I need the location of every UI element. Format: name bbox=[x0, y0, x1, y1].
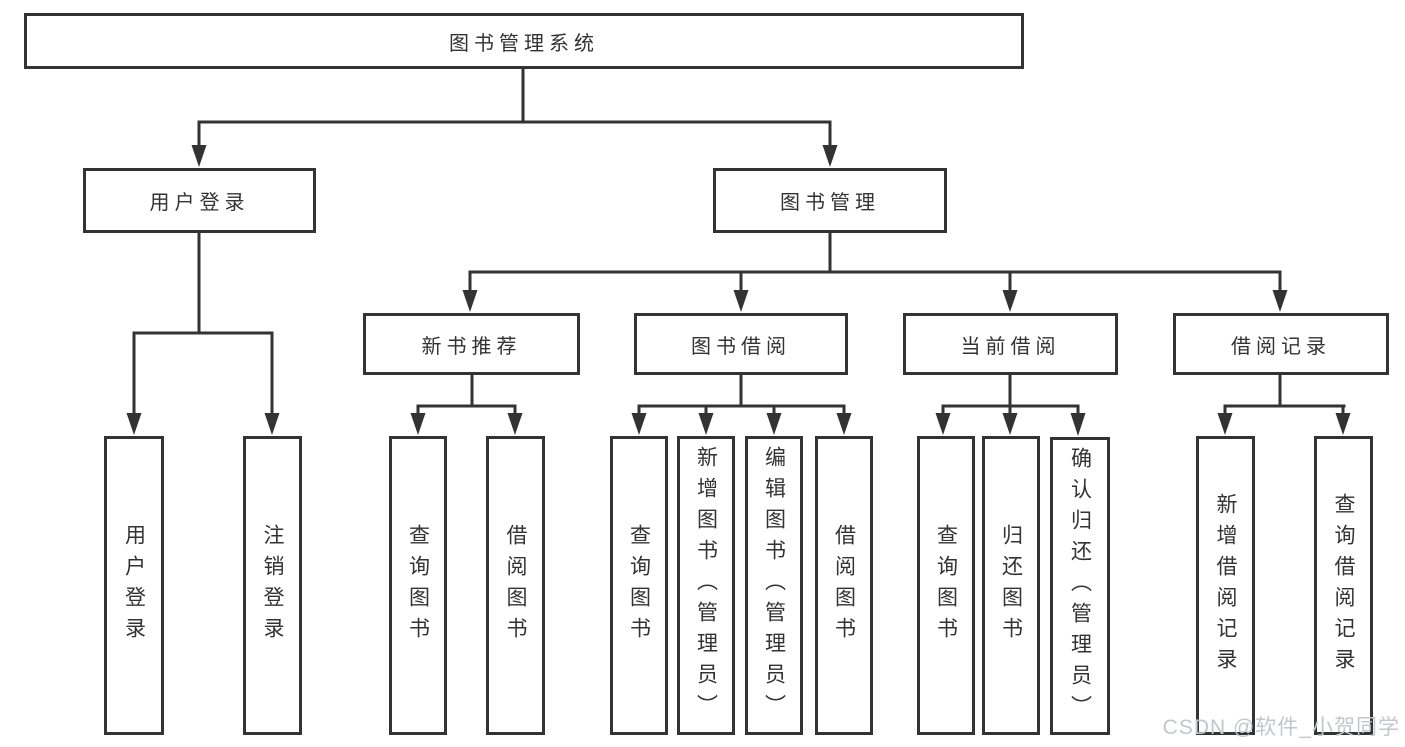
connector-root-to-level2 bbox=[191, 69, 838, 167]
connector-borrow-records-to-leaves bbox=[1217, 375, 1351, 435]
leaf-user-login: 用户登录 bbox=[104, 436, 164, 735]
leaf-add-borrow-record: 新增借阅记录 bbox=[1196, 436, 1255, 735]
connector-book-borrow-to-leaves bbox=[631, 375, 852, 435]
connector-book-mgmt-to-level3 bbox=[462, 233, 1288, 312]
leaf-query-books-borrowing: 查询图书 bbox=[610, 436, 668, 735]
connector-user-login-to-leaves bbox=[126, 233, 280, 435]
csdn-watermark: CSDN @软件_小贺同学 bbox=[1162, 716, 1400, 739]
node-user-login: 用户登录 bbox=[83, 168, 316, 233]
connector-new-book-to-leaves bbox=[410, 375, 523, 435]
leaf-borrow-books-borrowing: 借阅图书 bbox=[815, 436, 873, 735]
leaf-return-books: 归还图书 bbox=[982, 436, 1040, 735]
node-library-system: 图书管理系统 bbox=[24, 13, 1024, 69]
connector-current-borrow-to-leaves bbox=[935, 375, 1086, 436]
leaf-query-books-recommend: 查询图书 bbox=[389, 436, 447, 735]
leaf-query-borrow-record: 查询借阅记录 bbox=[1314, 436, 1373, 735]
leaf-query-books-current: 查询图书 bbox=[917, 436, 975, 735]
node-borrow-records: 借阅记录 bbox=[1173, 313, 1389, 375]
node-book-borrowing: 图书借阅 bbox=[634, 313, 848, 375]
node-new-book-recommend: 新书推荐 bbox=[363, 313, 580, 375]
node-current-borrowing: 当前借阅 bbox=[903, 313, 1118, 375]
leaf-edit-books-admin: 编辑图书（管理员） bbox=[745, 436, 803, 735]
node-book-management: 图书管理 bbox=[713, 168, 947, 233]
leaf-logout: 注销登录 bbox=[243, 436, 302, 735]
leaf-borrow-books-recommend: 借阅图书 bbox=[486, 436, 545, 735]
leaf-confirm-return-admin: 确认归还（管理员） bbox=[1050, 437, 1110, 735]
leaf-add-books-admin: 新增图书（管理员） bbox=[677, 436, 735, 735]
